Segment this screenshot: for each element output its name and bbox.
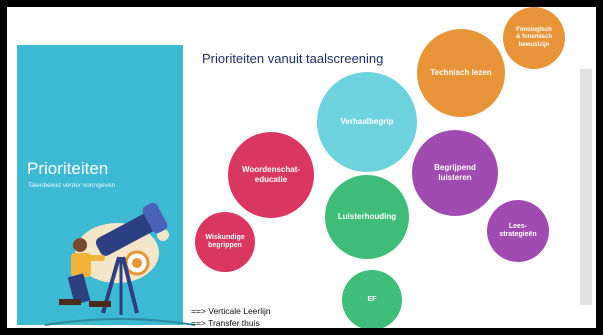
bubble-leesstrategieen: Lees- strategieën	[487, 200, 549, 262]
notes: ==> Verticale Leerlijn ==> Transfer thui…	[191, 305, 271, 328]
bubble-luisterhouding: Luisterhouding	[325, 175, 409, 259]
bubble-ef-label: EF	[367, 295, 377, 303]
bubble-lees-label: Lees- strategieën	[499, 222, 537, 238]
bubble-fonologisch-label: Fonologisch & fonemisch bewustzijn	[515, 27, 552, 48]
slide-title: Prioriteiten vanuit taalscreening	[202, 51, 384, 66]
side-scrollbar	[580, 69, 592, 305]
bubble-technisch-lezen: Technisch lezen	[417, 29, 505, 117]
bubble-begrijpend-label: Begrijpend luisteren	[434, 163, 476, 182]
slide: Prioriteiten Talenbeleid verder vormgeve…	[7, 7, 596, 328]
bubble-begrijpend-luisteren: Begrijpend luisteren	[412, 130, 498, 216]
bubble-verhaalbegrip: Verhaalbegrip	[317, 72, 417, 172]
note-verticale-leerlijn: ==> Verticale Leerlijn	[191, 306, 271, 316]
panel-subtitle: Talenbeleid verder vormgeven	[28, 182, 116, 189]
bubble-verhaalbegrip-label: Verhaalbegrip	[340, 117, 394, 127]
bubble-woordenschat-label: Woordenschat- educatie	[241, 165, 301, 184]
bubble-wiskundige-begrippen: Wiskundige begrippen	[195, 212, 255, 272]
bubble-woordenschateducatie: Woordenschat- educatie	[228, 132, 314, 218]
note-transfer-thuis: ==> Transfer thuis	[191, 318, 260, 328]
bubble-fonologisch-bewustzijn: Fonologisch & fonemisch bewustzijn	[503, 7, 565, 69]
bubble-technisch-label: Technisch lezen	[430, 68, 492, 78]
telescope-illustration-icon	[45, 202, 195, 326]
bubble-luisterhouding-label: Luisterhouding	[337, 212, 397, 222]
bubble-wiskundige-label: Wiskundige begrippen	[205, 233, 245, 249]
bubble-ef: EF	[342, 270, 402, 328]
title-panel: Prioriteiten Talenbeleid verder vormgeve…	[17, 45, 195, 326]
panel-title: Prioriteiten	[27, 159, 109, 178]
